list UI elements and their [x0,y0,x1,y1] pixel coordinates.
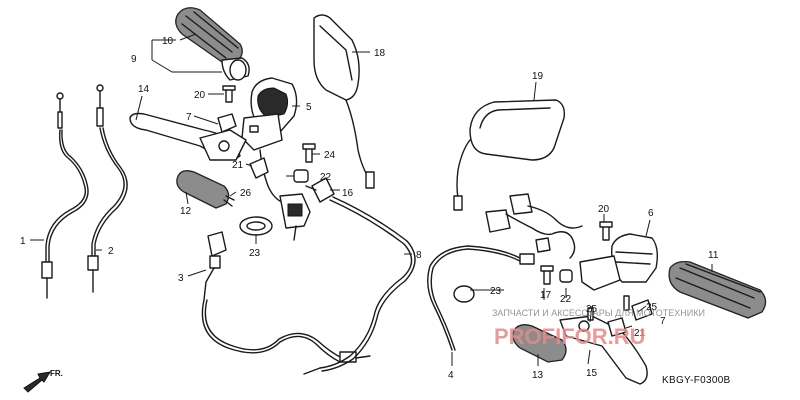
callout-23-right: 23 [490,286,502,297]
callout-25-left: 25 [586,304,598,315]
lever-cover-13 [512,324,567,363]
callout-numbers: 10 9 14 7 20 5 18 19 1 2 3 8 4 12 23 26 … [20,36,719,381]
right-grip-11 [668,260,767,319]
callout-25-right: 25 [646,302,658,313]
watermark: ЗАПЧАСТИ И АКСЕССУАРЫ ДЛЯ МОТОТЕХНИКИ PR… [492,308,705,349]
left-mirror-18 [313,14,375,189]
callout-8: 8 [416,250,422,261]
throttle-cable-8 [303,196,416,375]
callout-4: 4 [448,370,454,381]
callout-3: 3 [178,273,184,284]
callout-23-left: 23 [249,248,261,259]
brake-lever-15 [559,315,648,385]
callout-22-left: 22 [320,172,332,183]
callout-21-left: 21 [232,160,244,171]
switch-7-left [217,113,237,133]
right-mirror-19 [453,99,566,211]
holder-21-right [607,317,627,337]
callout-5: 5 [306,102,312,113]
cable-1 [41,92,89,299]
cable-16-fitting [305,177,335,203]
callout-11: 11 [708,250,719,261]
pinion-22-right [559,269,573,283]
watermark-brand: PROFIFOR.RU [494,324,646,349]
right-switch-housing-6 [579,233,659,291]
callout-9: 9 [131,54,137,65]
leader-lines [30,33,713,366]
right-wiring-connectors [485,193,583,259]
screw-20-left [222,85,236,103]
diagram-code: KBGY-F0300B [662,375,731,386]
callout-1: 1 [20,236,26,247]
clamp-23-left [239,216,273,236]
throttle-tube-9 [221,57,250,81]
callout-13: 13 [532,370,544,381]
bolt-17 [540,265,554,285]
callout-24: 24 [324,150,336,161]
bolt-25-b [623,295,630,311]
callout-18: 18 [374,48,386,59]
callout-6: 6 [648,208,654,219]
connector-left [279,193,311,241]
callout-26: 26 [240,188,252,199]
callout-12: 12 [180,206,192,217]
holder-21-left [249,157,269,179]
switch-7-right [631,299,653,321]
callout-21-right: 21 [634,328,646,339]
callout-19: 19 [532,71,544,82]
clutch-lever-14 [129,112,247,161]
choke-cable-3 [201,231,371,363]
bolt-24 [302,143,316,163]
switch-housing-5 [241,77,298,205]
front-brake-cable-4 [427,245,535,351]
clamp-23-right [453,285,475,303]
callout-20-left: 20 [194,90,206,101]
callout-20-right: 20 [598,204,610,215]
bolt-26 [223,195,235,207]
callout-10: 10 [162,36,174,47]
callout-7-right: 7 [660,316,666,327]
left-grip-10 [175,7,243,63]
front-direction-arrow: FR. [23,369,63,393]
callout-15: 15 [586,368,598,379]
callout-7-left: 7 [186,112,192,123]
pinion-22-left [293,169,309,183]
watermark-tagline: ЗАПЧАСТИ И АКСЕССУАРЫ ДЛЯ МОТОТЕХНИКИ [492,308,705,318]
lever-cover-12 [176,170,230,209]
callout-17: 17 [540,290,552,301]
cable-2 [87,84,128,293]
screw-20-right [599,221,613,241]
callout-14: 14 [138,84,150,95]
callout-16: 16 [342,188,354,199]
callout-2: 2 [108,246,114,257]
front-label: FR. [50,369,63,378]
callout-22-right: 22 [560,294,572,305]
